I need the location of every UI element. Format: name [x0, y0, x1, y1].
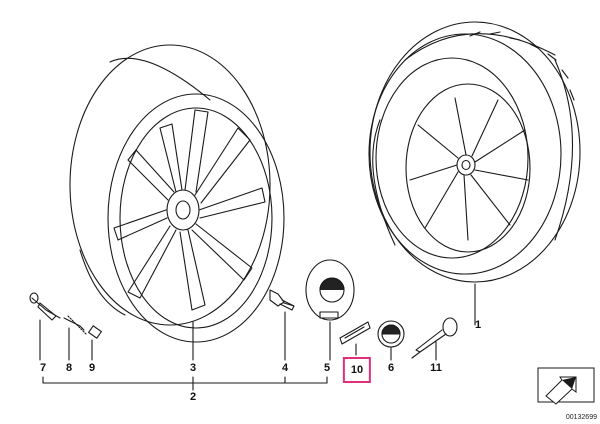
center-cap-plate — [305, 259, 355, 321]
image-id-label: 00132699 — [565, 414, 597, 421]
valve-cap-part — [88, 325, 102, 339]
tire-assembly — [368, 21, 581, 283]
alloy-rim — [69, 44, 285, 343]
leader-lines — [39, 283, 476, 391]
wheel-bolt-part — [269, 289, 295, 311]
rim-spokes — [113, 109, 266, 311]
tire-wheel-spokes — [409, 97, 529, 241]
callout-4: 4 — [281, 362, 289, 374]
callout-1: 1 — [474, 319, 482, 331]
callout-10-selected[interactable]: 10 — [342, 357, 372, 383]
emblem-badge — [339, 321, 371, 345]
callout-6: 6 — [387, 362, 395, 374]
pulling-tool-part — [411, 317, 458, 359]
callout-11: 11 — [430, 362, 442, 374]
callout-7: 7 — [39, 362, 47, 374]
callout-8: 8 — [65, 362, 73, 374]
view-direction-icon — [537, 367, 595, 405]
callout-3: 3 — [189, 362, 197, 374]
callout-2: 2 — [189, 391, 197, 403]
valve-insert-part — [63, 315, 87, 335]
hub-cap-emblem — [377, 320, 405, 348]
callout-9: 9 — [88, 362, 96, 374]
callout-5: 5 — [323, 362, 331, 374]
valve-stem-part — [29, 292, 61, 321]
